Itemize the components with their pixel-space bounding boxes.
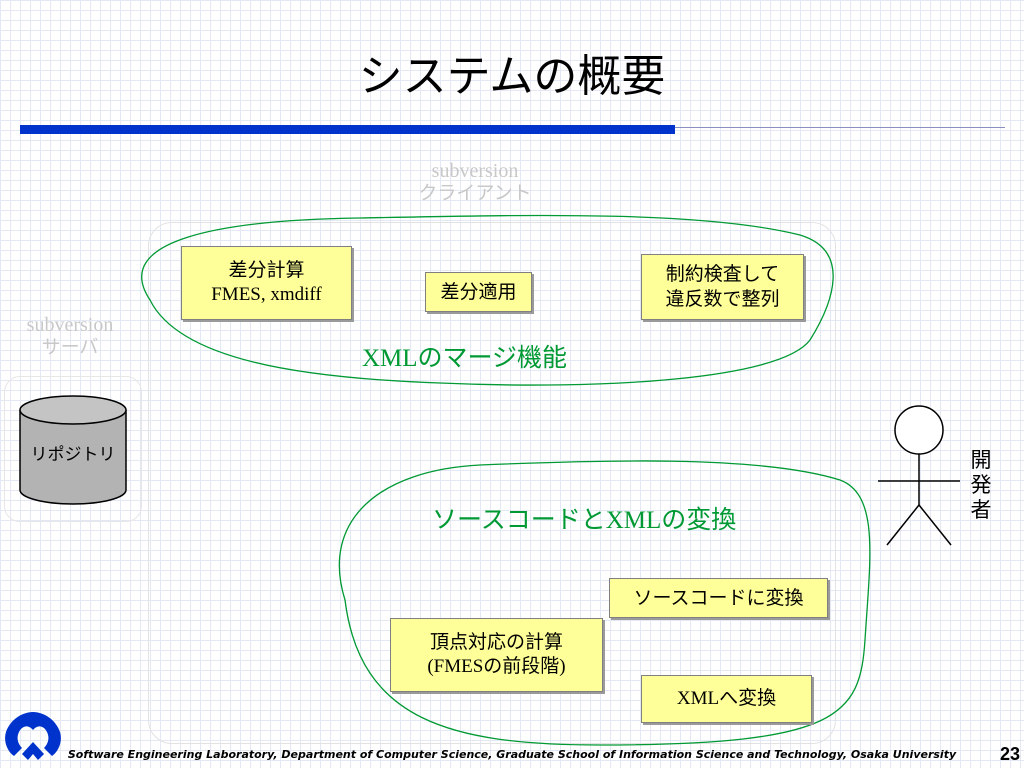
diff-apply-box: 差分適用 bbox=[425, 272, 532, 312]
client-label: subversion クライアント bbox=[400, 160, 550, 205]
client-panel bbox=[148, 222, 836, 744]
vertex-mapping-box: 頂点対応の計算 (FMESの前段階) bbox=[390, 618, 603, 692]
diff-calc-box: 差分計算 FMES, xmdiff bbox=[181, 246, 352, 320]
merge-group-label: XMLのマージ機能 bbox=[362, 345, 568, 372]
diff-calc-line2: FMES, xmdiff bbox=[211, 284, 322, 305]
server-label-line1: subversion bbox=[26, 314, 114, 336]
vertex-line2: (FMESの前段階) bbox=[427, 656, 566, 677]
repository-cylinder-icon bbox=[19, 395, 127, 505]
client-label-line2: クライアント bbox=[418, 182, 532, 204]
diff-apply-label: 差分適用 bbox=[440, 280, 517, 303]
constraint-line1: 制約検査して bbox=[665, 263, 780, 286]
developer-stick-figure-icon bbox=[878, 405, 960, 546]
developer-label: 開 発 者 bbox=[966, 448, 996, 524]
server-label-line2: サーバ bbox=[41, 336, 99, 358]
merge-group-outline bbox=[141, 214, 834, 386]
vertex-line1: 頂点対応の計算 bbox=[429, 631, 563, 654]
page-number: 23 bbox=[999, 744, 1020, 764]
title-rule-thin bbox=[675, 127, 1005, 128]
slide-title: システムの概要 bbox=[358, 51, 666, 102]
convert-group-label: ソースコードとXMLの変換 bbox=[432, 507, 737, 534]
title-rule-thick bbox=[20, 125, 675, 134]
to-source-box: ソースコードに変換 bbox=[609, 578, 828, 618]
to-xml-box: XMLへ変換 bbox=[641, 675, 812, 723]
server-panel bbox=[4, 376, 142, 522]
repository-label: リポジトリ bbox=[30, 445, 116, 465]
footer-text: Software Engineering Laboratory, Departm… bbox=[67, 748, 957, 761]
client-label-line1: subversion bbox=[431, 160, 519, 182]
developer-label-line1: 開 bbox=[970, 448, 992, 472]
to-xml-label: XMLへ変換 bbox=[676, 687, 777, 709]
server-label: subversion サーバ bbox=[0, 314, 140, 359]
constraint-line2: 違反数で整列 bbox=[665, 288, 780, 310]
constraint-check-box: 制約検査して 違反数で整列 bbox=[641, 254, 804, 320]
to-source-label: ソースコードに変換 bbox=[633, 586, 804, 609]
developer-label-line3: 者 bbox=[970, 498, 992, 523]
developer-label-line2: 発 bbox=[970, 473, 992, 498]
diff-calc-line1: 差分計算 bbox=[228, 259, 305, 282]
convert-group-outline bbox=[338, 460, 871, 746]
osaka-university-logo-icon bbox=[5, 712, 61, 760]
